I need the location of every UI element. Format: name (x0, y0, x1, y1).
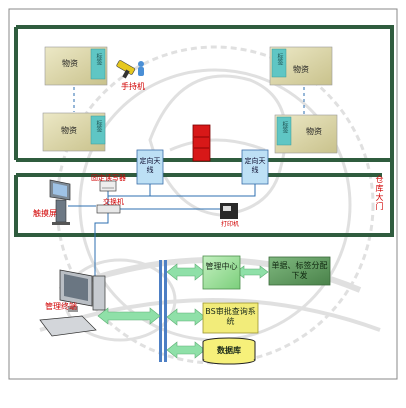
rfid-tag-2 (90, 115, 106, 145)
warehouse-gate-label: 仓库大门 (375, 175, 384, 211)
arrow-bus-db (166, 341, 206, 359)
outer-frame (8, 8, 398, 380)
network-wiring (68, 184, 256, 288)
printer-label: 打印机 (221, 221, 240, 228)
touchscreen-kiosk-icon (49, 179, 71, 225)
tag-label-2: 标签 (95, 120, 102, 132)
dispatch-box (268, 256, 331, 286)
goods-label-2: 物资 (61, 126, 77, 135)
arrow-admin-bus (97, 307, 161, 325)
rfid-tag-4 (276, 116, 292, 146)
goods-box-mid-left (42, 112, 106, 152)
central-reader-icon (192, 124, 211, 162)
bs-query-label: BS审批查询系统 (205, 307, 256, 326)
goods-box-top-left (44, 46, 108, 86)
antenna-right-label: 定向天线 (244, 157, 266, 174)
touchscreen-label: 触摸屏 (33, 209, 57, 218)
arrow-bus-mgmt (166, 263, 206, 281)
antenna-left (136, 149, 164, 185)
goods-label-3: 物资 (293, 65, 309, 74)
flow-arrows (97, 263, 269, 359)
goods-box-top-right (269, 46, 333, 86)
handheld-label: 手持机 (121, 82, 145, 91)
database-label: 数据库 (217, 346, 241, 355)
fixed-reader-label: 固定读写器 (91, 174, 126, 182)
goods-label-1: 物资 (62, 59, 78, 68)
mgmt-center-label: 管理中心 (205, 262, 238, 271)
tag-label-1: 标签 (95, 53, 102, 65)
goods-label-4: 物资 (306, 127, 322, 136)
tag-label-3: 标签 (276, 53, 283, 65)
arrow-mgmt-dispatch (235, 265, 269, 279)
switch-icon (96, 204, 121, 214)
admin-terminal-label: 管理终端 (45, 302, 77, 311)
system-bus (159, 260, 167, 362)
rfid-tag-3 (271, 48, 287, 78)
switch-label: 交换机 (103, 198, 124, 206)
printer-icon (220, 203, 238, 219)
handheld-icon (116, 60, 144, 79)
admin-terminal-computer-icon (39, 269, 106, 337)
dispatch-label: 单据、标签分配下发 (271, 261, 328, 280)
database-icon (202, 337, 256, 365)
bs-query-box (202, 302, 259, 334)
goods-box-mid-right (274, 114, 338, 154)
rfid-tag-1 (90, 48, 106, 80)
mgmt-center-box (202, 255, 241, 290)
antenna-left-label: 定向天线 (139, 157, 161, 174)
fixed-reader-icon (99, 180, 117, 192)
tag-label-4: 标签 (281, 121, 288, 133)
